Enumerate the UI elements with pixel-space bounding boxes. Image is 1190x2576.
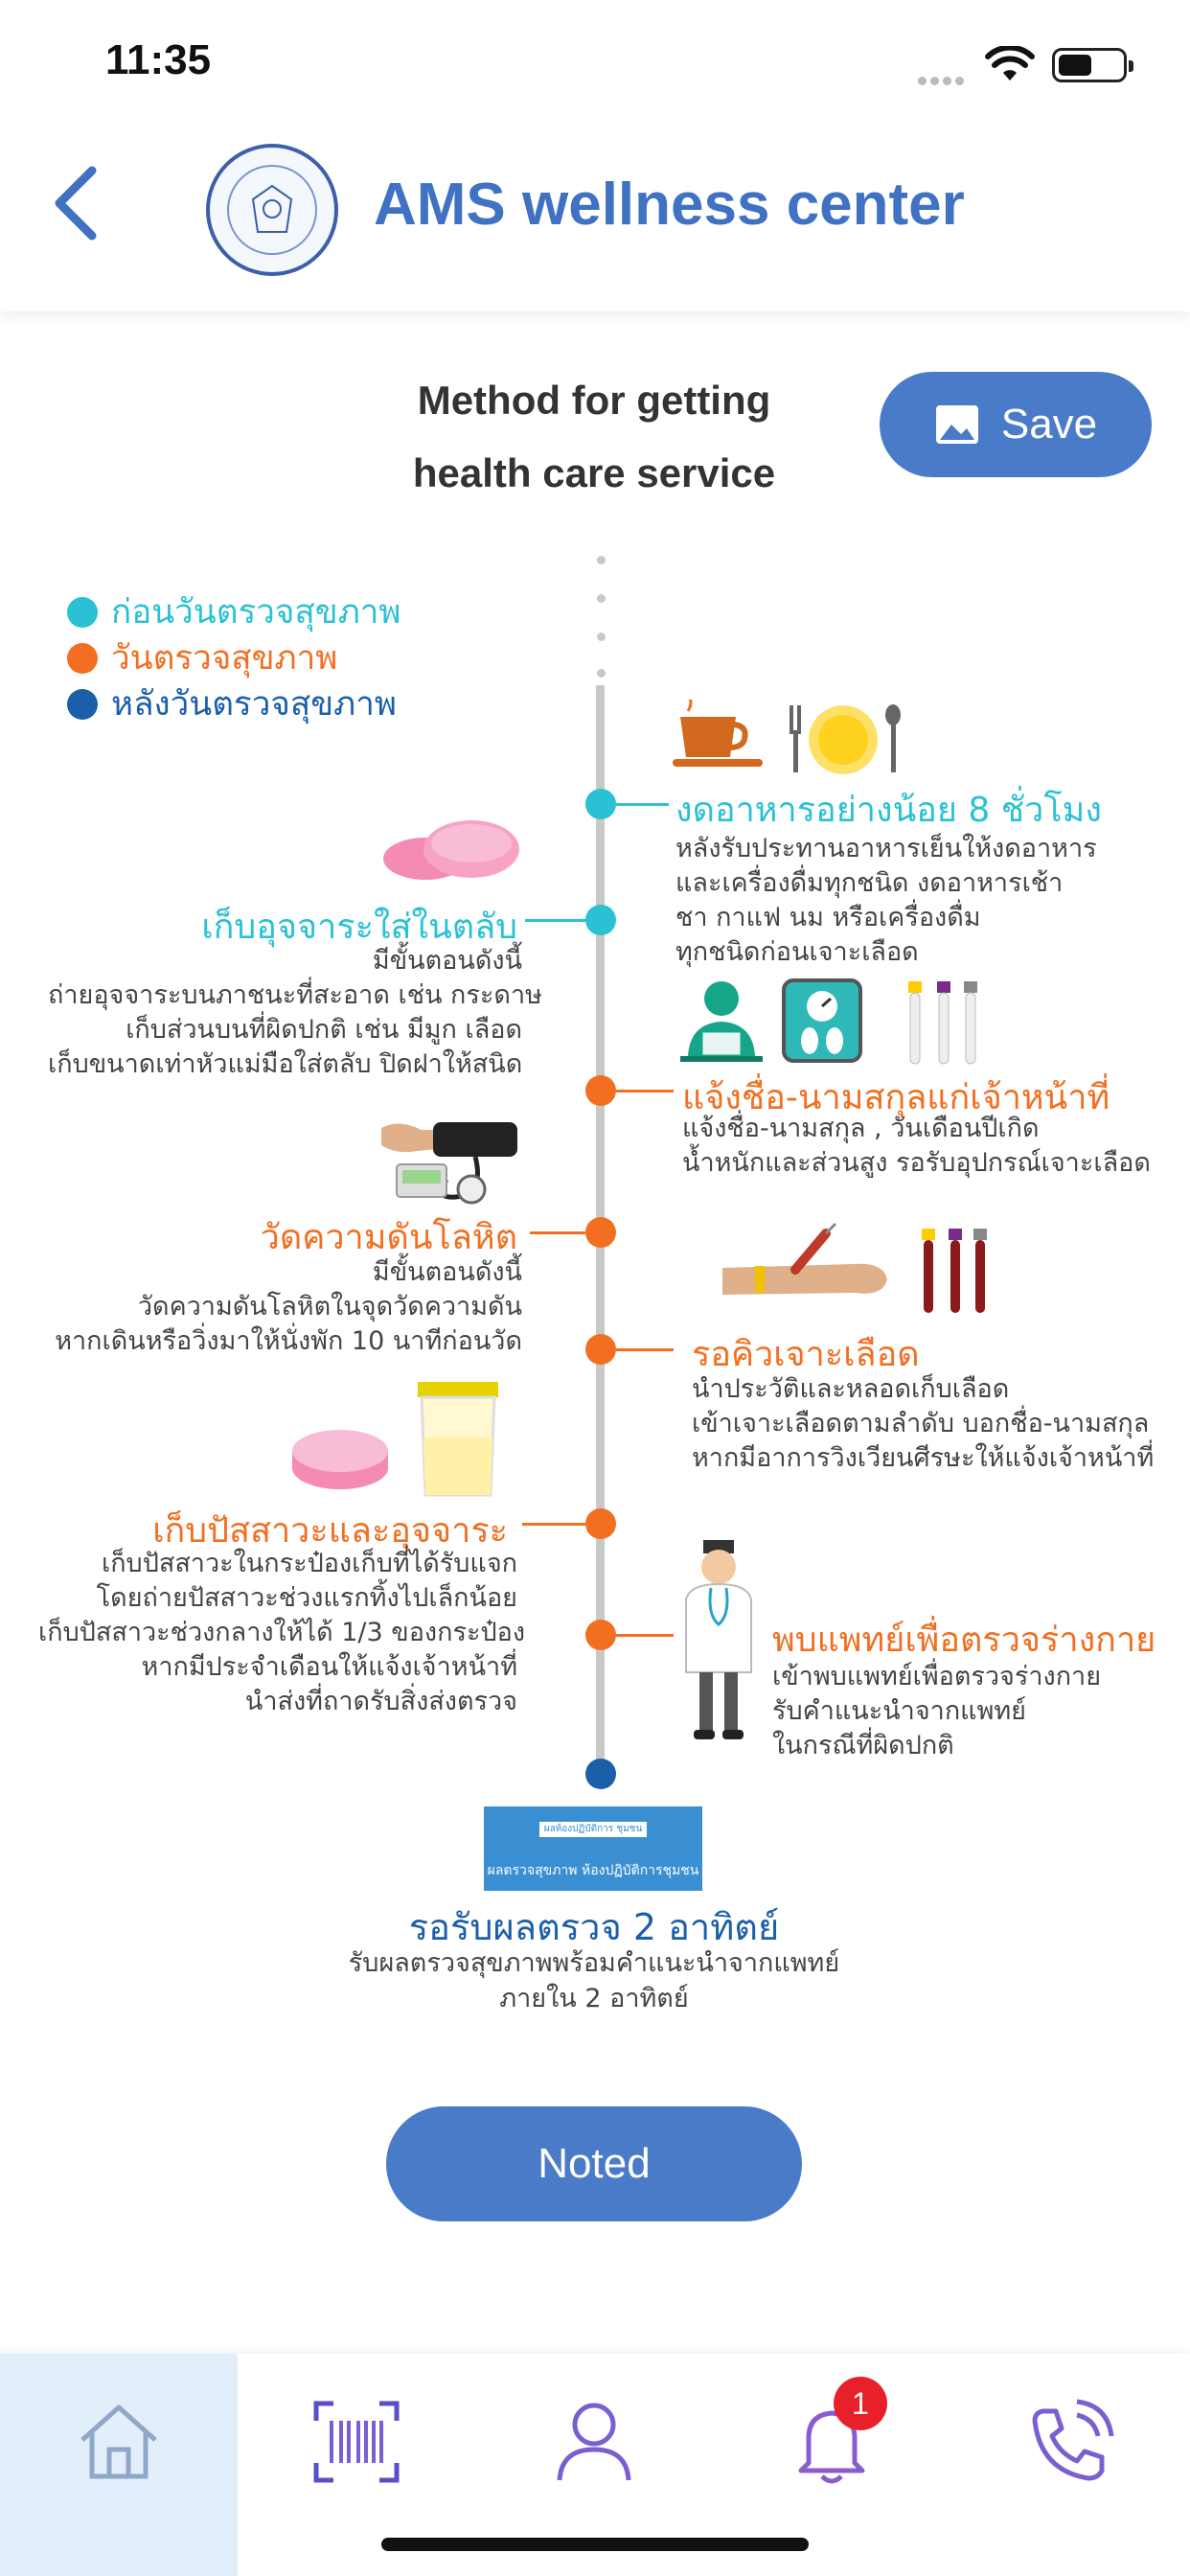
blood-draw-arm-icon <box>721 1222 893 1313</box>
save-button-label: Save <box>1000 401 1098 448</box>
profile-icon <box>557 2403 631 2481</box>
method-title: Method for getting health care service <box>364 364 824 510</box>
timeline-dot <box>597 594 606 603</box>
timeline-connector <box>616 803 669 806</box>
step-fasting-title: งดอาหารอย่างน้อย 8 ชั่วโมง <box>675 791 1102 830</box>
timeline-node <box>585 1508 616 1539</box>
method-title-line2: health care service <box>412 450 776 495</box>
timeline-node <box>585 789 616 819</box>
coffee-cup-icon <box>671 700 767 771</box>
timeline-connector <box>616 1634 674 1637</box>
stool-container-icon <box>379 815 523 889</box>
phone-call-icon <box>1032 2399 1114 2481</box>
step-urine-desc: เก็บปัสสาวะในกระป๋องเก็บที่ได้รับแจก โดย… <box>38 1549 526 1716</box>
nav-profile[interactable] <box>475 2354 713 2576</box>
plate-cutlery-icon <box>788 702 904 778</box>
noted-button[interactable]: Noted <box>386 2106 802 2221</box>
step-pressure-desc: มีขั้นตอนดังนี้ วัดความดันโลหิตในจุดวัดค… <box>55 1257 522 1356</box>
legend-dot-blue <box>67 689 98 720</box>
method-title-line1: Method for getting <box>417 378 771 423</box>
battery-icon <box>1052 48 1133 82</box>
timeline-node <box>585 1075 616 1106</box>
registration-staff-icon <box>678 978 765 1064</box>
notification-badge: 1 <box>834 2377 887 2430</box>
step-blood-title: รอคิวเจาะเลือด <box>692 1335 920 1374</box>
legend-item: วันตรวจสุขภาพ <box>67 635 401 681</box>
timeline-dot <box>597 556 606 564</box>
result-title: รอรับผลตรวจ 2 อาทิตย์ <box>408 1906 780 1948</box>
timeline-end-node <box>585 1759 616 1789</box>
timeline-dot <box>597 669 606 678</box>
step-register-title: แจ้งชื่อ-นามสกุลแก่เจ้าหน้าที่ <box>682 1078 1110 1117</box>
step-stool-desc: มีขั้นตอนดังนี้ ถ่ายอุจจาระบนภาชนะที่สะอ… <box>48 946 542 1079</box>
timeline-connector <box>525 919 585 922</box>
test-tubes-icon <box>904 979 983 1068</box>
signal-dots-icon <box>918 71 968 89</box>
blood-pressure-monitor-icon <box>379 1116 523 1208</box>
step-urine-title: เก็บปัสสาวะและอุจจาระ <box>152 1511 508 1551</box>
step-pressure-title: วัดความดันโลหิต <box>260 1218 517 1257</box>
weight-scale-icon <box>781 978 863 1064</box>
image-icon <box>935 405 978 444</box>
nav-home[interactable] <box>0 2354 238 2576</box>
status-time: 11:35 <box>105 36 212 83</box>
barcode-scan-icon <box>313 2401 400 2483</box>
legend-item: หลังวันตรวจสุขภาพ <box>67 681 401 727</box>
timeline-node <box>585 1620 616 1650</box>
step-doctor-desc: เข้าพบแพทย์เพื่อตรวจร่างกาย รับคำแนะนำจา… <box>772 1662 1102 1760</box>
notification-bell-icon <box>798 2410 865 2484</box>
page-title: AMS wellness center <box>374 172 965 238</box>
result-card-header: ผลห้องปฏิบัติการ ชุมชน <box>539 1822 647 1837</box>
save-button[interactable]: Save <box>880 372 1152 477</box>
step-blood-desc: นำประวัติและหลอดเก็บเลือด เข้าเจาะเลือดต… <box>692 1374 1155 1473</box>
timeline-node <box>585 1217 616 1248</box>
timeline-connector <box>616 1348 674 1351</box>
timeline-connector <box>522 1523 585 1526</box>
legend-item: ก่อนวันตรวจสุขภาพ <box>67 589 401 635</box>
home-icon <box>80 2404 157 2479</box>
back-chevron-icon[interactable] <box>50 165 107 242</box>
urine-cup-icon <box>287 1380 508 1500</box>
legend-dot-cyan <box>67 597 98 628</box>
doctor-icon <box>680 1538 757 1749</box>
blood-tubes-icon <box>920 1227 992 1318</box>
timeline-dot <box>597 632 606 641</box>
app-header <box>0 125 1190 311</box>
home-indicator <box>381 2538 809 2551</box>
result-card-text: ผลตรวจสุขภาพ ห้องปฏิบัติการชุมชน <box>487 1863 699 1878</box>
wifi-icon <box>985 46 1035 84</box>
timeline-node <box>585 1334 616 1365</box>
wellness-center-logo <box>206 144 338 276</box>
step-doctor-title: พบแพทย์เพื่อตรวจร่างกาย <box>772 1621 1156 1660</box>
step-stool-title: เก็บอุจจาระใส่ในตลับ <box>201 908 517 947</box>
nav-scan[interactable] <box>238 2354 475 2576</box>
result-desc: รับผลตรวจสุขภาพพร้อมคำแนะนำจากแพทย์ ภายใ… <box>348 1948 840 2013</box>
timeline-connector <box>530 1231 585 1234</box>
step-register-desc: แจ้งชื่อ-นามสกุล , วันเดือนปีเกิด น้ำหนั… <box>682 1114 1151 1178</box>
nav-call[interactable] <box>950 2354 1188 2576</box>
result-report-card: ผลห้องปฏิบัติการ ชุมชน ผลตรวจสุขภาพ ห้อง… <box>484 1806 702 1891</box>
step-fasting-desc: หลังรับประทานอาหารเย็นให้งดอาหาร และเครื… <box>675 834 1097 967</box>
nav-notifications[interactable] <box>713 2354 950 2576</box>
legend-dot-orange <box>67 643 98 674</box>
timeline-node <box>585 905 616 935</box>
legend: ก่อนวันตรวจสุขภาพ วันตรวจสุขภาพ หลังวันต… <box>67 589 401 727</box>
timeline-connector <box>616 1090 674 1092</box>
